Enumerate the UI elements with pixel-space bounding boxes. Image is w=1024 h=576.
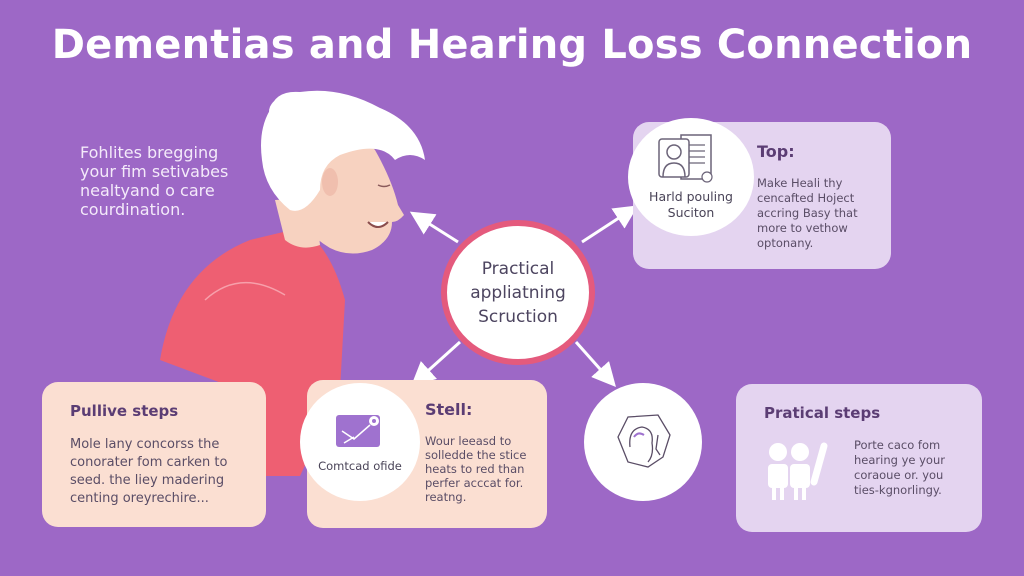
body-line: perfer acccat for. — [425, 476, 524, 490]
body-line: heats to red than — [425, 462, 525, 476]
body-line: coraoue or. you — [854, 468, 944, 482]
hearing-bubble — [584, 383, 702, 501]
card-heading: Pullive steps — [70, 402, 179, 420]
body-line: Porte caco fom — [854, 438, 941, 452]
card-heading: Stell: — [425, 400, 473, 419]
body-line: Wour leeasd to — [425, 434, 512, 448]
card-heading: Pratical steps — [764, 404, 881, 422]
body-line: more to vethow — [757, 221, 848, 235]
body-line: solledde the stice — [425, 448, 527, 462]
intro-text: Fohlites bregging your fim setivabes nea… — [80, 143, 260, 219]
body-line: conorater fom carken to — [70, 455, 228, 470]
head-hearing-icon — [617, 414, 671, 468]
hub-line: Scruction — [478, 306, 558, 327]
body-line: ties-kgnorlingy. — [854, 483, 942, 497]
intro-line: nealtyand o care — [80, 181, 215, 200]
card-body: Mole lany concorss the conorater fom car… — [70, 436, 227, 508]
face-shape — [290, 123, 404, 254]
card-body: Wour leeasd to solledde the stice heats … — [425, 434, 526, 504]
body-line: accring Basy that — [757, 206, 858, 220]
bubble-label: Comtcad ofide — [318, 459, 402, 473]
body-line: centing oreyrechire... — [70, 491, 209, 506]
envelope-icon — [336, 415, 380, 447]
hair-shape — [261, 90, 425, 211]
hub-line: appliatning — [470, 282, 566, 303]
intro-line: your fim setivabes — [80, 162, 229, 181]
profile-bubble: Harld pouling Suciton — [628, 118, 754, 236]
body-line: Make Heali thy — [757, 176, 843, 190]
card-heading: Top: — [757, 142, 795, 161]
page-title: Dementias and Hearing Loss Connection — [51, 22, 973, 68]
body-line: optonany. — [757, 236, 814, 250]
body-line: cencafted Hoject — [757, 191, 855, 205]
hub-line: Practical — [481, 258, 555, 279]
contact-bubble: Comtcad ofide — [300, 383, 420, 501]
body-line: hearing ye your — [854, 453, 945, 467]
card-body: Make Heali thy cencafted Hoject accring … — [757, 176, 858, 251]
body-line: seed. the liey madering — [70, 473, 225, 488]
bubble-line: Suciton — [667, 205, 715, 220]
intro-line: Fohlites bregging — [80, 143, 219, 162]
bubble-line: Harld pouling — [649, 189, 733, 204]
card-pullive-steps: Pullive steps Mole lany concorss the con… — [42, 382, 266, 527]
people-icon — [768, 442, 828, 500]
intro-line: courdination. — [80, 200, 186, 219]
body-line: reatng. — [425, 490, 467, 504]
central-hub: Practical appliatning Scruction — [441, 220, 595, 365]
profile-document-icon — [658, 134, 713, 183]
card-body: Porte caco fom hearing ye your coraoue o… — [854, 438, 945, 498]
body-line: Mole lany concorss the — [70, 437, 220, 452]
card-pratical-steps: Pratical steps Porte caco fom hearing ye… — [736, 384, 982, 532]
